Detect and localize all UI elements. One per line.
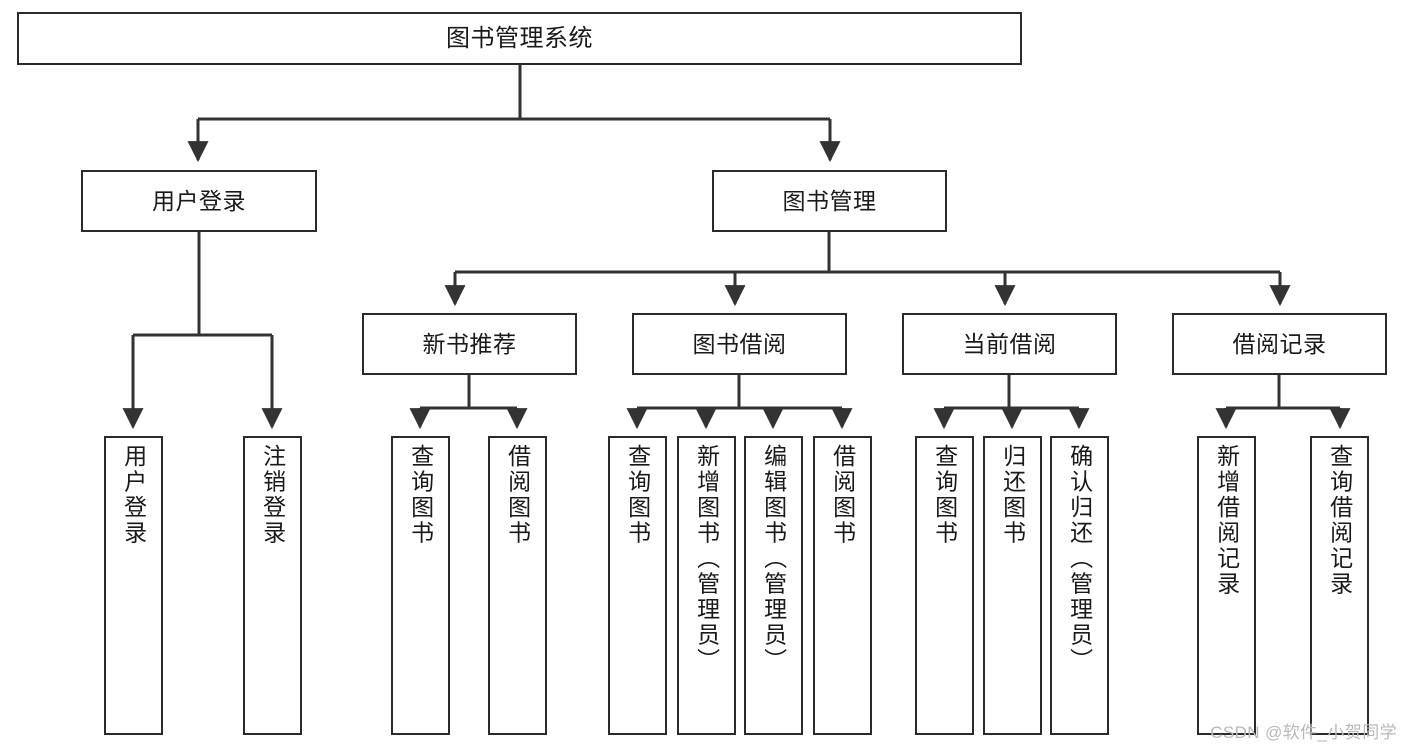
watermark-text: CSDN @软件_小贺同学 <box>1210 723 1397 742</box>
leaf-borrow-query-book[interactable]: 查询图书 <box>608 436 667 735</box>
node-label: 新增借阅记录 <box>1213 444 1240 597</box>
node-label: 注销登录 <box>259 444 286 546</box>
node-label: 查询借阅记录 <box>1326 444 1353 597</box>
node-label: 借阅记录 <box>1232 330 1327 357</box>
node-label: 查询图书 <box>407 444 434 546</box>
node-label: 归还图书 <box>999 444 1026 546</box>
node-root-system[interactable]: 图书管理系统 <box>17 12 1022 65</box>
node-label: 图书借阅 <box>692 330 787 357</box>
node-label: 借阅图书 <box>504 444 531 546</box>
leaf-current-confirm-return[interactable]: 确认归还（管理员） <box>1050 436 1109 735</box>
leaf-recommend-borrow-book[interactable]: 借阅图书 <box>488 436 547 735</box>
node-label: 图书管理 <box>782 187 877 214</box>
leaf-user-login-logout[interactable]: 注销登录 <box>243 436 302 735</box>
node-label: 查询图书 <box>624 444 651 546</box>
node-user-login[interactable]: 用户登录 <box>81 170 317 232</box>
leaf-borrow-add-book[interactable]: 新增图书（管理员） <box>677 436 736 735</box>
leaf-current-query-book[interactable]: 查询图书 <box>915 436 974 735</box>
leaf-record-query-record[interactable]: 查询借阅记录 <box>1310 436 1369 735</box>
leaf-record-add-record[interactable]: 新增借阅记录 <box>1197 436 1256 735</box>
leaf-recommend-query-book[interactable]: 查询图书 <box>391 436 450 735</box>
node-label: 图书管理系统 <box>446 24 593 52</box>
node-label: 当前借阅 <box>962 330 1057 357</box>
leaf-current-return-book[interactable]: 归还图书 <box>983 436 1042 735</box>
leaf-borrow-borrow-book[interactable]: 借阅图书 <box>813 436 872 735</box>
node-label: 新增图书（管理员） <box>693 444 720 674</box>
leaf-borrow-edit-book[interactable]: 编辑图书（管理员） <box>744 436 803 735</box>
node-label: 新书推荐 <box>422 330 517 357</box>
node-label: 查询图书 <box>931 444 958 546</box>
node-label: 用户登录 <box>120 444 147 546</box>
node-book-borrow[interactable]: 图书借阅 <box>632 313 847 375</box>
node-label: 用户登录 <box>152 187 246 214</box>
node-label: 确认归还（管理员） <box>1066 444 1093 674</box>
node-borrow-record[interactable]: 借阅记录 <box>1172 313 1387 375</box>
node-label: 借阅图书 <box>829 444 856 546</box>
node-new-book-recommend[interactable]: 新书推荐 <box>362 313 577 375</box>
node-book-management[interactable]: 图书管理 <box>712 170 947 232</box>
node-current-borrow[interactable]: 当前借阅 <box>902 313 1117 375</box>
node-label: 编辑图书（管理员） <box>760 444 787 674</box>
leaf-user-login-login[interactable]: 用户登录 <box>104 436 163 735</box>
